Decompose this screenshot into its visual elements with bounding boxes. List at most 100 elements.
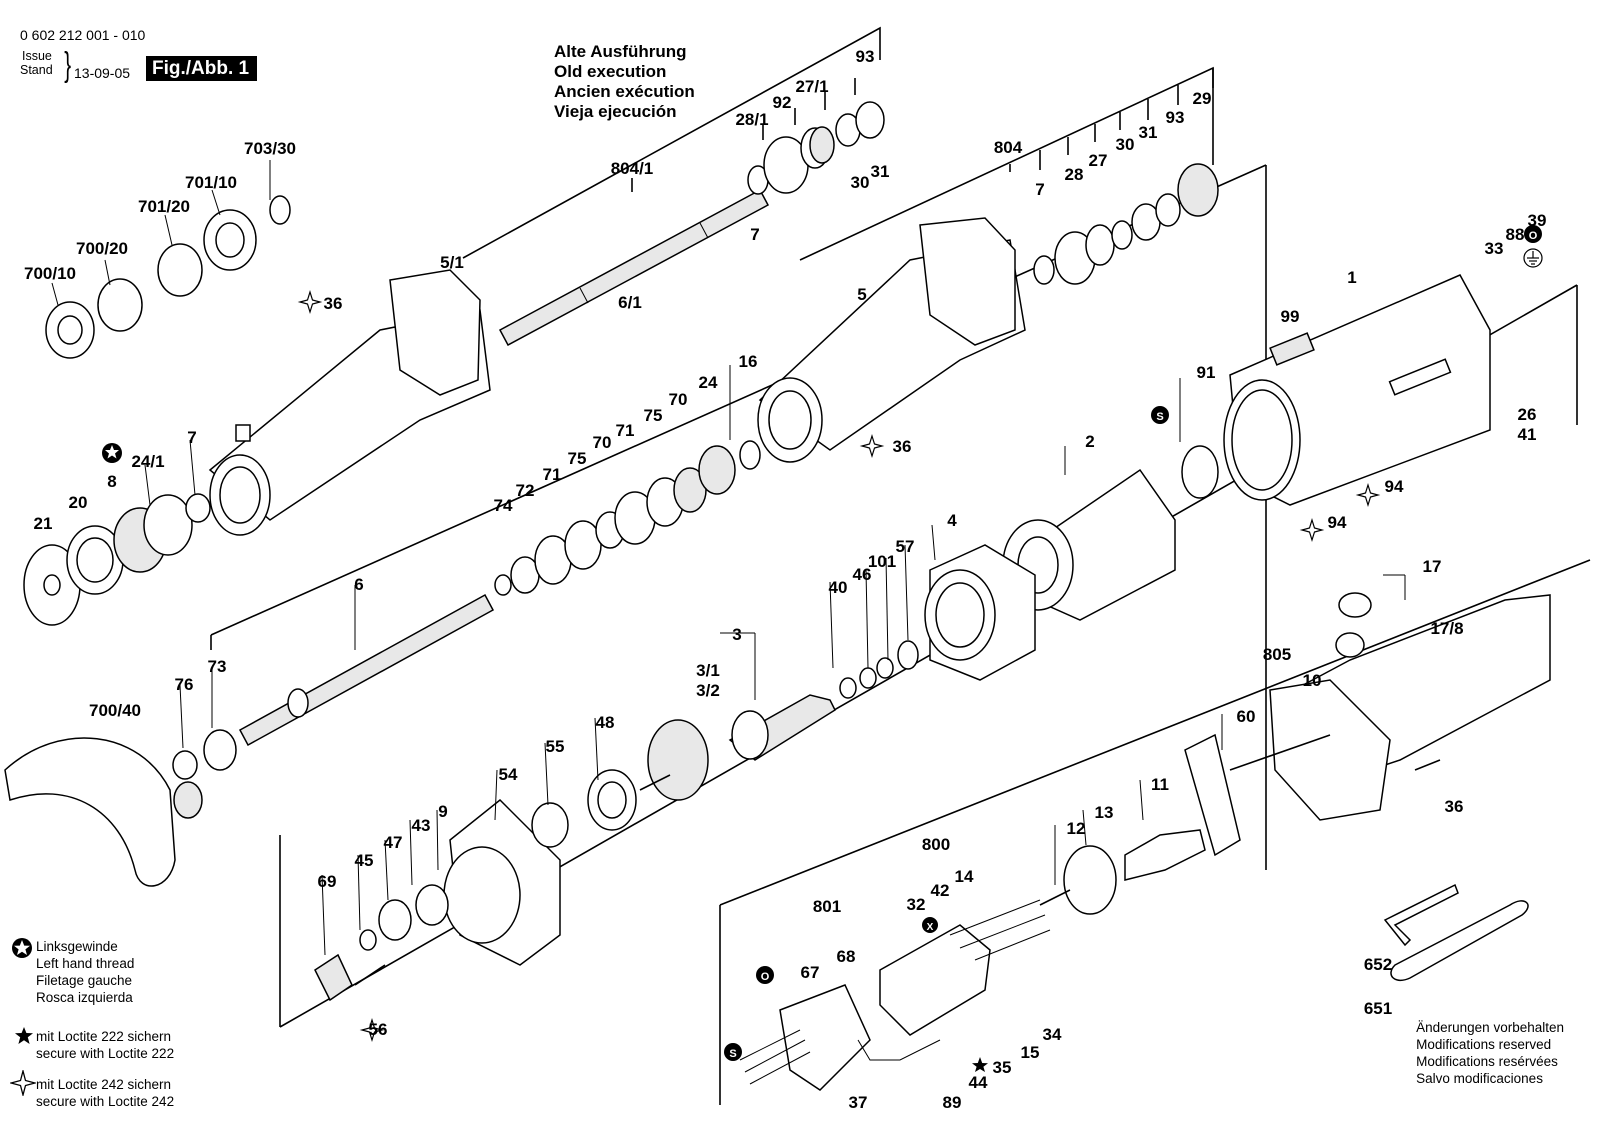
label-94b: 94 [1328, 513, 1347, 532]
label-36: 36 [324, 294, 343, 313]
label-32: 32 [907, 895, 926, 914]
label-7b: 7 [1035, 180, 1044, 199]
brush-parts [314, 884, 449, 1002]
notice-text: Salvo modificaciones [1416, 1071, 1543, 1086]
label-2: 2 [1085, 432, 1094, 451]
motor-assembly [1002, 274, 1491, 621]
label-3-1: 3/1 [696, 661, 720, 680]
rings-middle [494, 440, 761, 596]
label-75: 75 [644, 406, 663, 425]
marker-s-cable: S [729, 1048, 736, 1060]
label-651: 651 [1364, 999, 1392, 1018]
label-24: 24 [699, 373, 718, 392]
old-execution-de: Alte Ausführung [554, 42, 687, 61]
label-27-1: 27/1 [795, 77, 828, 96]
label-40: 40 [829, 578, 848, 597]
label-11: 11 [1151, 775, 1169, 794]
label-7: 7 [750, 225, 759, 244]
legend-text: Left hand thread [36, 956, 135, 971]
legend-text: mit Loctite 242 sichern [36, 1077, 172, 1092]
armature-3 [639, 640, 919, 801]
label-36c: 36 [1445, 797, 1464, 816]
label-21: 21 [34, 514, 53, 533]
label-46: 46 [853, 565, 872, 584]
label-804: 804 [994, 138, 1023, 157]
label-101: 101 [868, 552, 896, 571]
label-56: 56 [369, 1020, 388, 1039]
label-5: 5 [857, 285, 866, 304]
label-5-1: 5/1 [440, 253, 464, 272]
label-93: 93 [856, 47, 875, 66]
label-3-2: 3/2 [696, 681, 720, 700]
label-700-10: 700/10 [24, 264, 76, 283]
label-35: 35 [993, 1058, 1012, 1077]
label-60: 60 [1237, 707, 1256, 726]
label-701-10: 701/10 [185, 173, 237, 192]
label-99: 99 [1281, 307, 1300, 326]
label-4: 4 [947, 511, 957, 530]
label-43: 43 [412, 816, 431, 835]
label-805: 805 [1263, 645, 1291, 664]
label-68: 68 [837, 947, 856, 966]
label-55: 55 [546, 737, 565, 756]
label-6: 6 [354, 575, 363, 594]
shaft-6 [238, 593, 495, 747]
old-execution-en: Old execution [554, 62, 667, 81]
label-28-1: 28/1 [735, 110, 768, 129]
old-execution-fr: Ancien exécution [554, 82, 695, 101]
label-94a: 94 [1385, 477, 1404, 496]
label-73: 73 [208, 657, 227, 676]
figure-badge: Fig./Abb. 1 [146, 56, 258, 81]
label-72: 72 [516, 481, 535, 500]
label-57: 57 [896, 537, 915, 556]
label-6-1: 6/1 [618, 293, 642, 312]
gear-housing-5-1 [208, 269, 491, 536]
legend-loctite-242: mit Loctite 242 sichern secure with Loct… [36, 1076, 174, 1110]
label-75b: 75 [568, 449, 587, 468]
label-804-1: 804/1 [611, 159, 654, 178]
label-27: 27 [1089, 151, 1108, 170]
label-1: 1 [1347, 268, 1356, 287]
switch-assembly [739, 899, 1051, 1091]
assembly-frames [210, 26, 1591, 1105]
stand-label: Stand [20, 63, 53, 77]
handle-assembly [1039, 592, 1551, 915]
label-700-20: 700/20 [76, 239, 128, 258]
label-17: 17 [1423, 557, 1442, 576]
label-24-1: 24/1 [131, 452, 164, 471]
label-20: 20 [69, 493, 88, 512]
issue-label: Issue [22, 49, 52, 63]
leader-lines [51, 160, 1406, 956]
label-41: 41 [1518, 425, 1537, 444]
part-number: 0 602 212 001 - 010 [20, 27, 146, 43]
guard-700-40 [4, 729, 237, 887]
label-13: 13 [1095, 803, 1114, 822]
brace-icon: } [64, 46, 72, 84]
notice-text: Modifications reserved [1416, 1037, 1552, 1052]
label-70: 70 [669, 390, 688, 409]
issue-date: 13-09-05 [74, 65, 131, 81]
outline-star-icon [10, 1070, 36, 1096]
old-execution-bracket [631, 40, 881, 192]
label-700-40: 700/40 [89, 701, 141, 720]
modifications-notice: Änderungen vorbehalten Modifications res… [1416, 1019, 1564, 1087]
legend-text: secure with Loctite 222 [36, 1046, 175, 1061]
label-42: 42 [931, 881, 950, 900]
label-30b: 30 [1116, 135, 1135, 154]
label-91: 91 [1197, 363, 1216, 382]
label-34: 34 [1043, 1025, 1062, 1044]
legend-text: Rosca izquierda [36, 990, 133, 1005]
label-26: 26 [1518, 405, 1537, 424]
label-10: 10 [1303, 671, 1322, 690]
label-44: 44 [969, 1073, 988, 1092]
bearings-left-middle [23, 493, 211, 626]
notice-text: Modifications resérvées [1416, 1054, 1558, 1069]
label-71: 71 [616, 421, 635, 440]
label-74: 74 [494, 496, 513, 515]
legend-text: secure with Loctite 242 [36, 1094, 175, 1109]
bearings-upper [45, 101, 1219, 359]
marker-o-housing: O [1529, 230, 1538, 242]
label-17-8: 17/8 [1430, 619, 1463, 638]
label-37: 37 [849, 1093, 868, 1112]
label-14: 14 [955, 867, 974, 886]
